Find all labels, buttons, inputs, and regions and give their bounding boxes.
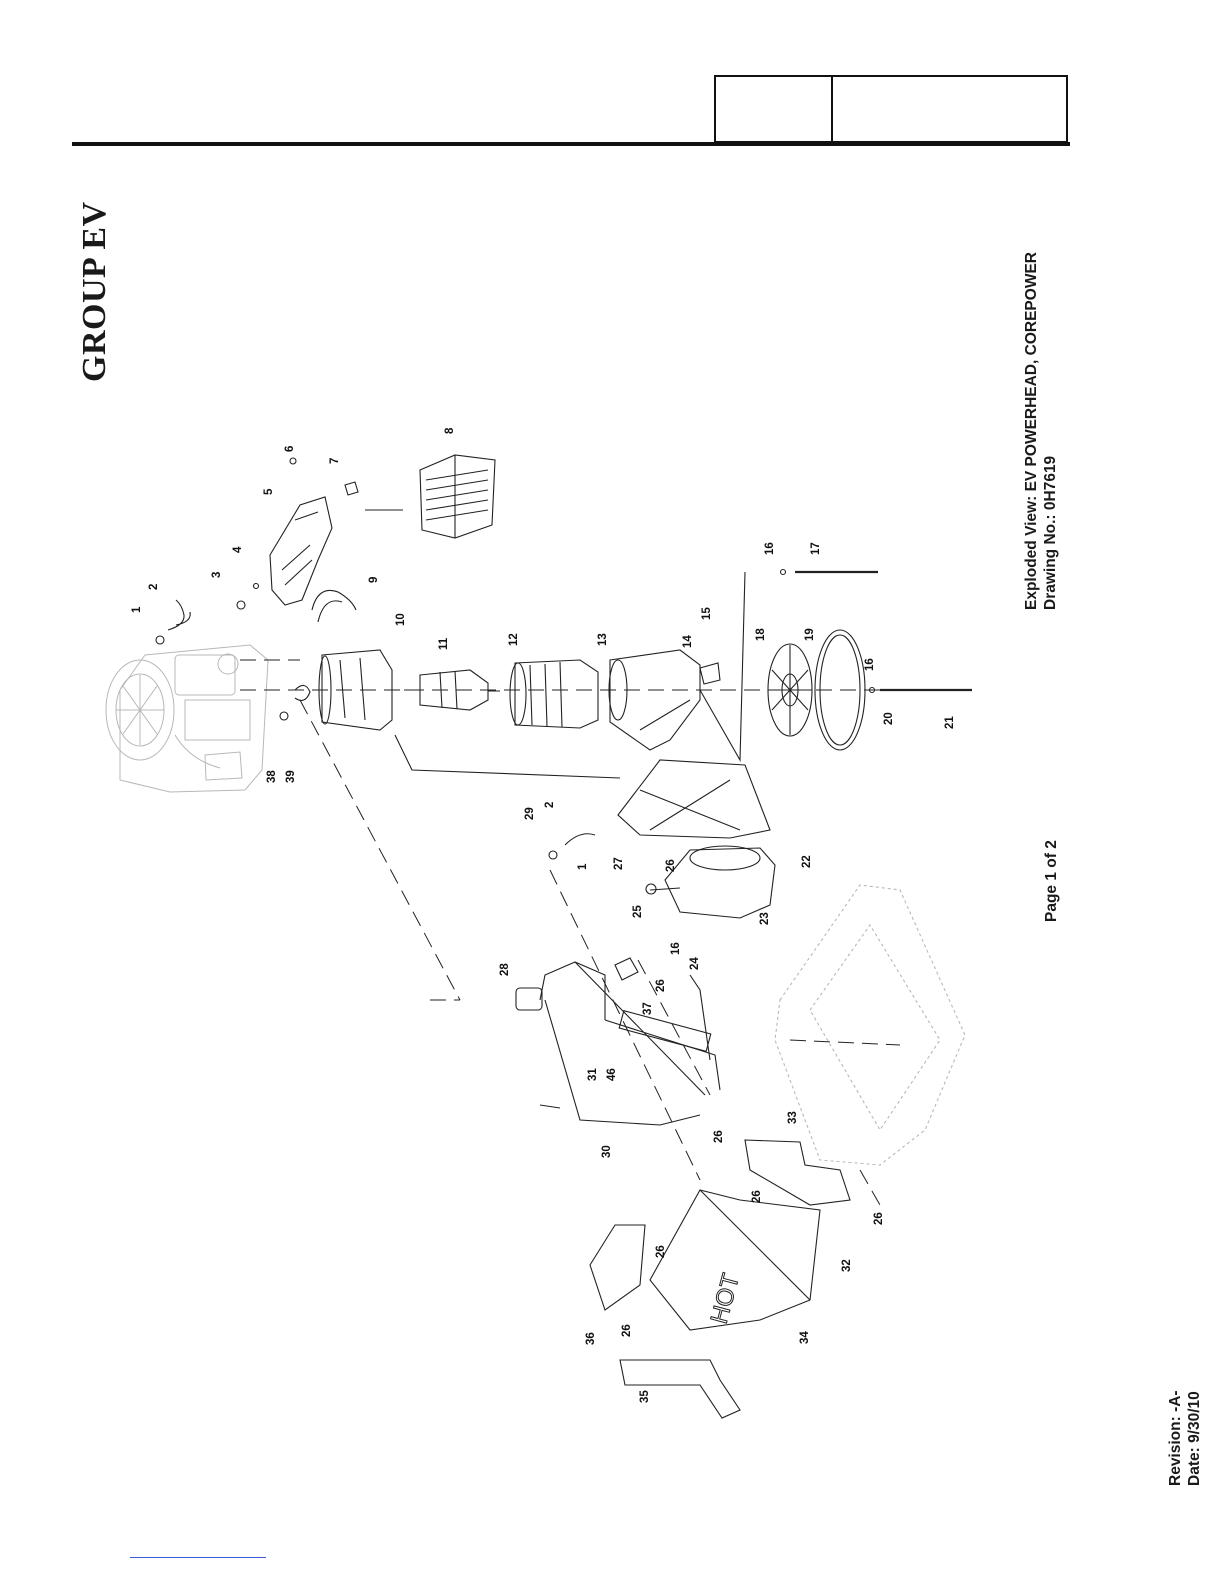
callout-26-e: 26 [873, 1212, 885, 1225]
callout-26-b: 26 [655, 979, 667, 992]
leader-plate [395, 735, 620, 778]
callout-25: 25 [632, 905, 644, 918]
part-clamp-3 [237, 601, 245, 609]
bottom-link-underline[interactable] [130, 1557, 266, 1558]
part-stator-12 [510, 660, 598, 728]
part-mount-28 [516, 988, 542, 1010]
callout-13: 13 [597, 633, 609, 646]
part-wire-2 [168, 600, 190, 630]
part-screw-38 [280, 712, 288, 720]
part-ring-39 [295, 685, 310, 700]
callout-11: 11 [438, 637, 450, 650]
callout-19: 19 [804, 628, 816, 641]
callout-23: 23 [759, 912, 771, 925]
callout-26-f: 26 [655, 1245, 667, 1258]
part-bracket-14 [700, 663, 720, 684]
callout-5: 5 [263, 488, 275, 495]
callout-2: 2 [148, 584, 160, 590]
part-screw-4 [254, 584, 259, 589]
callout-26-a: 26 [665, 859, 677, 872]
part-air-filter [420, 455, 495, 538]
callout-1-b: 1 [577, 863, 589, 870]
callout-24: 24 [689, 957, 701, 970]
part-mount-plate-27 [618, 760, 770, 838]
callout-18: 18 [755, 628, 767, 641]
callout-6: 6 [284, 446, 296, 452]
callout-7: 7 [329, 458, 341, 464]
callout-35: 35 [639, 1390, 651, 1403]
callout-16-c: 16 [670, 942, 682, 955]
part-wire-2b [565, 834, 595, 845]
part-clamp-ring-9 [312, 590, 356, 622]
callout-16: 16 [764, 542, 776, 555]
callout-22: 22 [801, 855, 813, 868]
callout-15: 15 [701, 607, 713, 620]
callout-29: 29 [524, 807, 536, 820]
callout-21: 21 [944, 716, 956, 729]
callout-37: 37 [642, 1002, 654, 1015]
part-housing-10 [319, 650, 392, 730]
part-grommet-7 [345, 482, 358, 495]
part-bracket-36 [590, 1225, 645, 1310]
part-washer-16 [781, 570, 786, 575]
part-base-plate [775, 885, 965, 1165]
part-clamp-37 [615, 958, 638, 980]
callout-31: 31 [587, 1068, 599, 1081]
callout-12: 12 [508, 633, 520, 646]
part-rear-housing-13 [609, 650, 700, 750]
part-shroud [270, 497, 332, 605]
callout-20: 20 [883, 712, 895, 725]
callout-3: 3 [211, 572, 223, 578]
part-nut-1 [156, 636, 164, 644]
callout-46: 46 [606, 1068, 618, 1081]
callout-36: 36 [585, 1332, 597, 1345]
callout-8: 8 [444, 427, 456, 434]
part-muffler-23 [646, 846, 775, 918]
callout-26-d: 26 [751, 1190, 763, 1203]
part-frame-30 [540, 962, 720, 1125]
callout-4: 4 [232, 546, 244, 553]
callout-28: 28 [499, 963, 511, 976]
callout-38: 38 [266, 770, 278, 783]
part-bracket-35 [620, 1360, 740, 1418]
part-screw-6 [290, 458, 296, 464]
callout-2-b: 2 [544, 802, 556, 808]
callout-34: 34 [799, 1331, 811, 1344]
callout-9: 9 [368, 577, 380, 583]
callout-30: 30 [601, 1145, 613, 1158]
callout-26-c: 26 [713, 1130, 725, 1143]
callout-32: 32 [841, 1259, 853, 1272]
part-clamp-29 [549, 851, 557, 859]
hot-label: HOT [706, 1270, 745, 1326]
engine-illustration [106, 645, 268, 792]
callout-16-b: 16 [864, 658, 876, 671]
callout-10: 10 [395, 613, 407, 626]
callout-14: 14 [682, 635, 694, 648]
assembly-guide-lines [240, 660, 900, 1205]
callout-39: 39 [285, 770, 297, 783]
callout-26-g: 26 [621, 1324, 633, 1337]
callout-27: 27 [613, 857, 625, 870]
callout-17: 17 [810, 542, 822, 555]
callout-1: 1 [131, 606, 143, 613]
callout-33: 33 [787, 1111, 799, 1124]
